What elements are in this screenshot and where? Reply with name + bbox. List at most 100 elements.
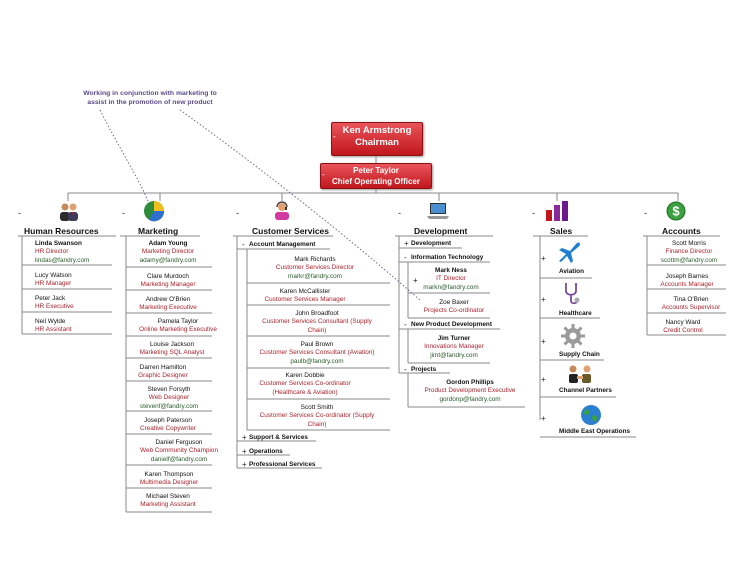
hr-person-0[interactable]: Linda Swanson HR Director lindas@fandry.… — [35, 240, 89, 265]
sales-item-middle-east[interactable]: Middle East Operations — [559, 428, 631, 435]
marketing-person-8[interactable]: Daniel Ferguson Web Community Champion d… — [128, 439, 230, 464]
dept-title-cs: Customer Services — [252, 226, 330, 236]
person-email[interactable]: adamy@fandry.com — [139, 256, 197, 264]
marketing-person-10[interactable]: Michael Steven Marketing Assistant — [128, 493, 208, 510]
it-person-0-toggle[interactable]: + — [413, 276, 418, 285]
dept-title-dev: Development — [414, 226, 468, 236]
sales-middle-east-toggle[interactable]: + — [541, 414, 546, 423]
cs-person-1[interactable]: Karen McCallister Customer Services Mana… — [250, 288, 360, 305]
person-role: Customer Services Consultant (Supply — [262, 318, 372, 326]
it-person-1[interactable]: Zoe Baxer Projects Co-ordinator — [416, 299, 492, 316]
it-person-0[interactable]: Mark Ness IT Director markn@fandry.com — [416, 267, 486, 292]
person-role-line2: Chain) — [307, 326, 327, 334]
person-email[interactable]: gordonp@fandry.com — [439, 395, 501, 403]
projects-label[interactable]: Projects — [411, 366, 437, 373]
person-email[interactable]: danielf@fandry.com — [150, 455, 208, 463]
sales-item-aviation[interactable]: Aviation — [559, 268, 584, 275]
cs-person-4[interactable]: Karen Dobbie Customer Services Co-ordina… — [250, 372, 360, 397]
cs-person-0[interactable]: Mark Richards Customer Services Director… — [250, 256, 380, 281]
accounts-collapse-toggle[interactable]: - — [644, 208, 647, 218]
marketing-person-2[interactable]: Andrew O'Brien Marketing Executive — [128, 296, 208, 313]
person-email[interactable]: markn@fandry.com — [423, 283, 479, 291]
person-role: Creative Copywriter — [139, 425, 197, 433]
chairman-collapse-toggle[interactable]: - — [333, 132, 336, 141]
coo-title: Chief Operating Officer — [331, 177, 420, 186]
sales-healthcare-toggle[interactable]: + — [541, 295, 546, 304]
professional-services-toggle[interactable]: + — [242, 460, 247, 469]
accounts-person-1[interactable]: Joseph Barnes Accounts Manager — [652, 273, 722, 290]
cs-person-2[interactable]: John Broadfoot Customer Services Consult… — [250, 310, 384, 335]
person-role: Accounts Supervisor — [661, 304, 721, 312]
marketing-collapse-toggle[interactable]: - — [122, 208, 125, 218]
person-email[interactable]: jimt@fandry.com — [430, 351, 478, 359]
hr-collapse-toggle[interactable]: - — [18, 208, 21, 218]
person-email[interactable]: scottm@fandry.com — [660, 256, 718, 264]
marketing-person-0[interactable]: Adam Young Marketing Director adamy@fand… — [128, 240, 208, 265]
coo-collapse-toggle[interactable]: - — [322, 170, 325, 179]
marketing-person-9[interactable]: Karen Thompson Multimedia Designer — [128, 471, 210, 488]
sales-aviation-toggle[interactable]: + — [541, 254, 546, 263]
person-name: Mark Ness — [435, 267, 467, 274]
marketing-person-5[interactable]: Darren Hamilton Graphic Designer — [128, 364, 198, 381]
projects-toggle[interactable]: - — [404, 365, 407, 374]
cs-collapse-toggle[interactable]: - — [236, 208, 239, 218]
accounts-person-0[interactable]: Scott Morris Finance Director scottm@fan… — [652, 240, 726, 265]
npd-toggle[interactable]: - — [404, 320, 407, 329]
marketing-person-3[interactable]: Pamela Taylor Online Marketing Executive — [128, 318, 228, 335]
dev-collapse-toggle[interactable]: - — [398, 208, 401, 218]
person-name: Michael Steven — [146, 493, 190, 500]
person-role: Customer Services Co-ordinator — [259, 380, 351, 388]
npd-person-0[interactable]: Jim Turner Innovations Manager jimt@fand… — [416, 335, 492, 360]
person-role: Customer Services Manager — [264, 296, 346, 304]
stethoscope-icon — [562, 281, 582, 312]
cs-person-5[interactable]: Scott Smith Customer Services Co-ordinat… — [250, 404, 384, 429]
person-role: Multimedia Designer — [139, 479, 199, 487]
hr-person-1[interactable]: Lucy Watson HR Manager — [35, 272, 72, 289]
sales-item-supply-chain[interactable]: Supply Chain — [559, 351, 600, 358]
coo-box[interactable]: Peter Taylor Chief Operating Officer — [320, 163, 432, 189]
person-name: John Broadfoot — [295, 310, 339, 317]
marketing-person-4[interactable]: Louise Jackson Marketing SQL Analyst — [128, 341, 216, 358]
person-email[interactable]: lindas@fandry.com — [35, 256, 90, 264]
projects-person-0[interactable]: Gordon Phillips Product Development Exec… — [416, 379, 524, 404]
person-email[interactable]: stevenf@fandry.com — [139, 402, 199, 410]
person-role: Product Development Executive — [424, 387, 516, 395]
sales-supply-chain-toggle[interactable]: + — [541, 337, 546, 346]
sales-collapse-toggle[interactable]: - — [532, 208, 535, 218]
development-toggle[interactable]: + — [404, 239, 409, 248]
hr-person-2[interactable]: Peter Jack HR Executive — [35, 295, 74, 312]
person-role: Credit Control — [663, 327, 703, 335]
sales-item-healthcare[interactable]: Healthcare — [559, 310, 592, 317]
sales-channel-partners-toggle[interactable]: + — [541, 375, 546, 384]
accounts-person-3[interactable]: Nancy Ward Credit Control — [652, 319, 714, 336]
person-name: Mark Richards — [294, 256, 336, 263]
sales-item-channel-partners[interactable]: Channel Partners — [559, 387, 612, 394]
it-toggle[interactable]: - — [404, 253, 407, 262]
development-label[interactable]: Development — [411, 240, 452, 247]
operations-label[interactable]: Operations — [249, 448, 283, 455]
person-email[interactable]: markr@fandry.com — [288, 272, 342, 280]
accounts-person-2[interactable]: Tina O'Brien Accounts Supervisor — [652, 296, 730, 313]
support-services-toggle[interactable]: + — [242, 433, 247, 442]
npd-label[interactable]: New Product Development — [411, 321, 492, 328]
it-label[interactable]: Information Technology — [411, 254, 484, 261]
support-services-label[interactable]: Support & Services — [249, 434, 308, 441]
person-role: HR Executive — [35, 303, 74, 311]
professional-services-label[interactable]: Professional Services — [249, 461, 316, 468]
hr-person-3[interactable]: Neil Wylde HR Assistant — [35, 318, 72, 335]
globe-icon — [580, 404, 602, 431]
chairman-box[interactable]: Ken Armstrong Chairman — [331, 122, 423, 156]
marketing-person-7[interactable]: Joseph Paterson Creative Copywriter — [128, 417, 208, 434]
handshake-people-icon — [567, 364, 593, 389]
cs-person-3[interactable]: Paul Brown Customer Services Consultant … — [250, 341, 384, 366]
marketing-person-1[interactable]: Clare Murdoch Marketing Manager — [128, 273, 208, 290]
marketing-person-6[interactable]: Steven Forsyth Web Designer stevenf@fand… — [128, 386, 210, 411]
person-email[interactable]: paulb@fandry.com — [290, 357, 344, 365]
operations-toggle[interactable]: + — [242, 447, 247, 456]
account-management-label[interactable]: Account Management — [249, 241, 316, 248]
person-role: HR Director — [35, 248, 69, 256]
account-management-toggle[interactable]: - — [242, 240, 245, 249]
note-line-2: assist in the promotion of new product — [87, 99, 213, 106]
person-name: Pamela Taylor — [157, 318, 199, 325]
